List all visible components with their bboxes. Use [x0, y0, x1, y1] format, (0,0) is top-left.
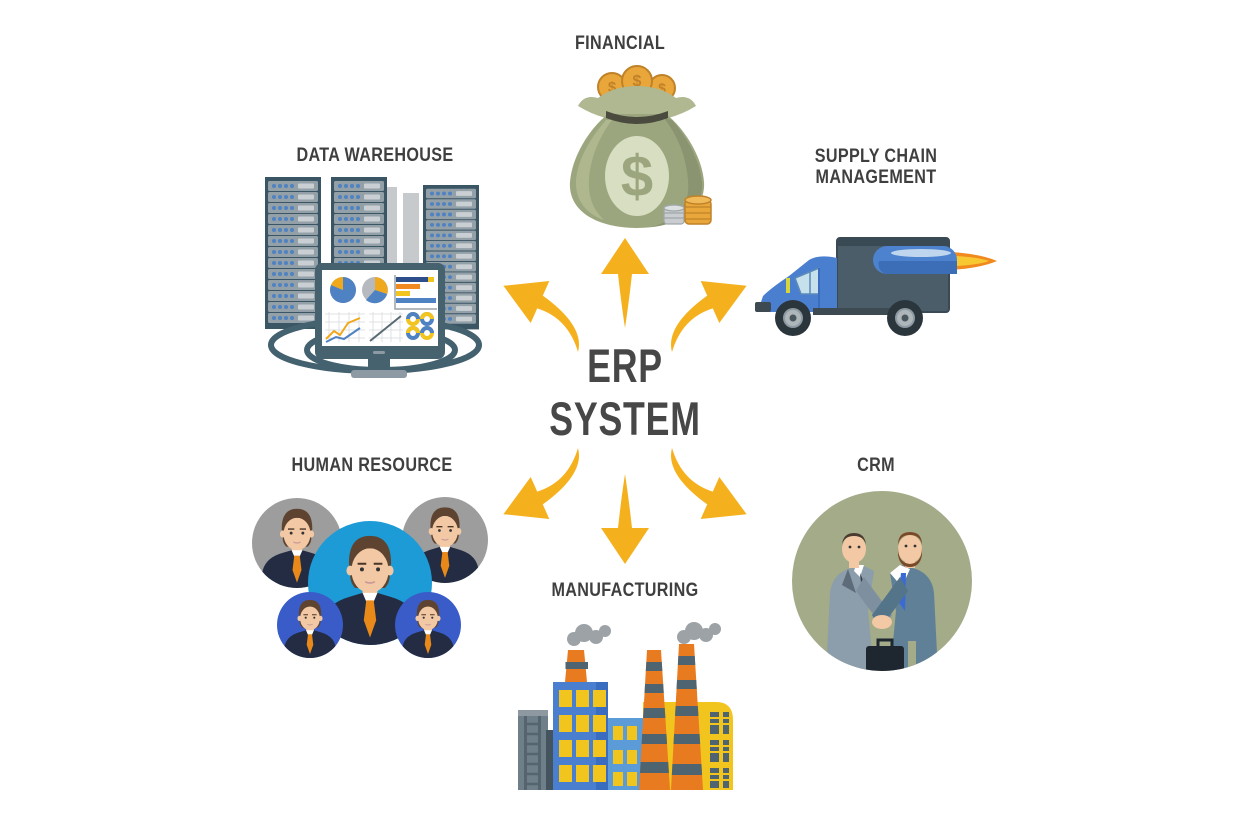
coin-stacks	[663, 195, 712, 225]
striped-chimney-left	[639, 650, 670, 790]
svg-text:$: $	[608, 79, 617, 96]
center-title-line2: SYSTEM	[549, 391, 701, 445]
rocket-bullet	[873, 246, 957, 274]
dashboard-monitor	[315, 263, 445, 378]
rocket-flame	[951, 252, 997, 270]
crm-label: CRM	[857, 455, 895, 476]
truck-cab	[755, 256, 913, 315]
delivery-truck-rocket-icon	[753, 230, 998, 340]
truck-wheels	[775, 300, 923, 336]
financial-label: FINANCIAL	[574, 33, 666, 54]
factory-icon	[512, 622, 737, 792]
human-resource-label: HUMAN RESOURCE	[291, 455, 453, 476]
briefcase	[866, 638, 904, 671]
server-rack-left	[265, 177, 321, 329]
center-title: ERP SYSTEM	[534, 339, 716, 445]
crm-circle-background	[792, 491, 972, 671]
svg-text:$: $	[633, 73, 642, 90]
handshake-hands	[872, 615, 892, 629]
arrow-lower-right-crm	[671, 448, 747, 519]
data-warehouse-label: DATA WAREHOUSE	[296, 145, 454, 166]
businessman-left	[826, 533, 892, 671]
money-bag-icon: $ $ $ $	[552, 60, 722, 230]
arrow-lower-left-human-resource	[503, 448, 579, 519]
manufacturing-label: MANUFACTURING	[551, 580, 699, 601]
gray-tower	[518, 710, 548, 790]
center-title-line1: ERP	[587, 339, 663, 392]
team-avatars-icon	[248, 494, 490, 664]
handshake-circle-icon	[790, 489, 974, 673]
smoke-left	[567, 624, 611, 646]
supply-chain-label: SUPPLY CHAIN MANAGEMENT	[814, 146, 938, 189]
server-racks-monitor-icon	[263, 173, 488, 381]
blue-building	[553, 650, 643, 790]
smoke-right	[677, 622, 721, 644]
arrow-down-manufacturing	[601, 474, 649, 564]
dollar-sign: $	[621, 144, 653, 209]
striped-chimney-right	[671, 644, 703, 790]
svg-text:$: $	[658, 80, 666, 96]
arrow-up-financial	[601, 238, 649, 328]
